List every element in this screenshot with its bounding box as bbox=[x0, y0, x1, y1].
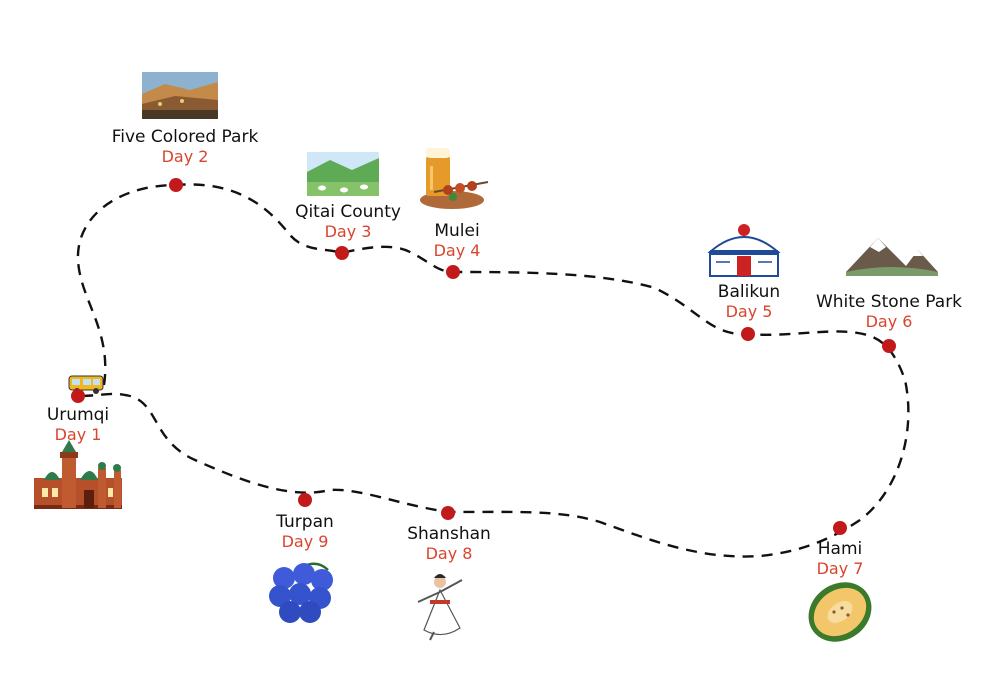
beer-kebab-icon bbox=[420, 148, 489, 209]
stop-name: Balikun bbox=[717, 282, 781, 302]
stop-dot-balikun[interactable] bbox=[741, 327, 755, 341]
stop-day: Day 4 bbox=[433, 241, 481, 260]
stop-dot-qitai-county[interactable] bbox=[335, 246, 349, 260]
stop-dot-five-colored-park[interactable] bbox=[169, 178, 183, 192]
stop-day: Day 7 bbox=[816, 559, 864, 578]
yurt-icon bbox=[707, 224, 781, 277]
stop-name: Mulei bbox=[434, 221, 480, 241]
stop-name: Turpan bbox=[276, 512, 334, 532]
landscape-photo-icon bbox=[142, 72, 218, 119]
stop-day: Day 5 bbox=[725, 302, 773, 321]
mountain-icon bbox=[846, 238, 938, 276]
stop-dot-turpan[interactable] bbox=[298, 493, 312, 507]
stop-shanshan[interactable]: Shanshan Day 8 bbox=[407, 524, 491, 563]
stop-day: Day 8 bbox=[425, 544, 473, 563]
dancer-icon bbox=[417, 574, 463, 641]
stop-dot-mulei[interactable] bbox=[446, 265, 460, 279]
stop-name: Hami bbox=[817, 539, 863, 559]
route-path bbox=[76, 183, 910, 558]
stop-day: Day 9 bbox=[281, 532, 329, 551]
grapes-icon bbox=[269, 562, 333, 623]
stop-urumqi[interactable]: Urumqi Day 1 bbox=[47, 405, 109, 444]
stop-day: Day 6 bbox=[865, 312, 913, 331]
stop-hami[interactable]: Hami Day 7 bbox=[817, 539, 864, 578]
stop-name: White Stone Park bbox=[815, 292, 963, 312]
stop-dot-urumqi[interactable] bbox=[71, 389, 85, 403]
stop-mulei[interactable]: Mulei Day 4 bbox=[434, 221, 481, 260]
stop-five-colored-park[interactable]: Five Colored Park Day 2 bbox=[112, 127, 259, 166]
grassland-photo-icon bbox=[307, 152, 379, 196]
stop-day: Day 2 bbox=[161, 147, 209, 166]
stop-name: Shanshan bbox=[407, 524, 491, 544]
stop-dot-shanshan[interactable] bbox=[441, 506, 455, 520]
stop-dot-white-stone-park[interactable] bbox=[882, 339, 896, 353]
stop-day: Day 3 bbox=[324, 222, 372, 241]
van-icon bbox=[68, 375, 104, 394]
hami-melon-icon bbox=[808, 582, 872, 642]
stop-day: Day 1 bbox=[54, 425, 102, 444]
stop-name: Five Colored Park bbox=[111, 127, 259, 147]
stop-dot-hami[interactable] bbox=[833, 521, 847, 535]
stop-qitai-county[interactable]: Qitai County Day 3 bbox=[295, 202, 401, 241]
stop-turpan[interactable]: Turpan Day 9 bbox=[276, 512, 334, 551]
stop-name: Urumqi bbox=[46, 405, 110, 425]
stop-white-stone-park[interactable]: White Stone Park Day 6 bbox=[816, 292, 962, 331]
stop-name: Qitai County bbox=[295, 202, 401, 222]
stop-balikun[interactable]: Balikun Day 5 bbox=[718, 282, 780, 321]
mosque-icon bbox=[34, 440, 122, 509]
stop-markers bbox=[71, 178, 896, 535]
